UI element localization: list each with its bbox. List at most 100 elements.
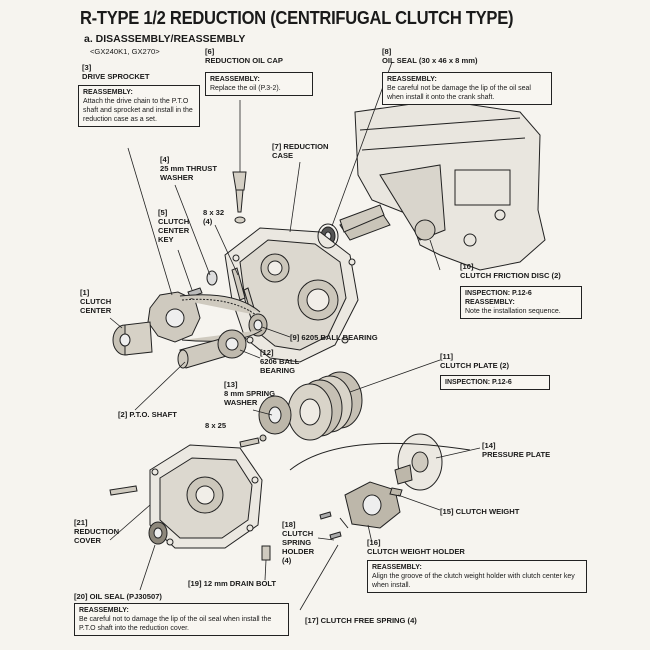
reduction-cover-part: [149, 444, 263, 549]
note-text: Align the groove of the clutch weight ho…: [372, 573, 575, 589]
part-number: [20]: [74, 592, 88, 601]
part-name: OIL SEAL (30 x 46 x 8 mm): [382, 56, 478, 65]
label-part-9: [9] 6205 BALL BEARING: [290, 333, 378, 342]
note-inspection: INSPECTION: P.12-6: [465, 290, 532, 297]
note-heading: INSPECTION: P.12-6: [445, 379, 512, 386]
section-subtitle: a. DISASSEMBLY/REASSEMBLY: [84, 33, 246, 45]
part-number: [16]: [367, 538, 381, 547]
label-part-17: [17] CLUTCH FREE SPRING (4): [305, 616, 417, 625]
part-name: OIL SEAL (PJ30507): [89, 592, 162, 601]
part-name: 12 mm DRAIN BOLT: [203, 579, 277, 588]
note-box-part-16: REASSEMBLY: Align the groove of the clut…: [367, 560, 587, 593]
label-part-12: [12] 6206 BALL BEARING: [260, 348, 299, 375]
part-number: [12]: [260, 348, 274, 357]
part-name: CLUTCH FREE SPRING (4): [320, 616, 417, 625]
label-part-6: [6] REDUCTION OIL CAP: [205, 47, 283, 65]
label-part-4: [4] 25 mm THRUST WASHER: [160, 155, 217, 182]
label-part-8: [8] OIL SEAL (30 x 46 x 8 mm): [382, 47, 478, 65]
label-bolt-8x25: 8 x 25: [205, 421, 227, 430]
label-part-14: [14] PRESSURE PLATE: [482, 441, 550, 459]
part-name: 6205 BALL BEARING: [301, 333, 378, 342]
model-list: <GX240K1, GX270>: [90, 47, 160, 56]
part-name: REDUCTION CASE: [272, 142, 329, 160]
part-number: [14]: [482, 441, 496, 450]
part-number: [4]: [160, 155, 170, 164]
label-part-13: [13] 8 mm SPRING WASHER: [224, 380, 275, 407]
leader-lines: [109, 61, 481, 611]
part-name: CLUTCH FRICTION DISC (2): [460, 271, 561, 280]
part-name: CLUTCH SPRING HOLDER (4): [282, 529, 315, 565]
part-name: 25 mm THRUST WASHER: [160, 164, 217, 182]
label-part-1: [1] CLUTCH CENTER: [80, 288, 111, 315]
note-text: Note the installation sequence.: [465, 308, 561, 315]
part-name: CLUTCH PLATE (2): [440, 361, 510, 370]
part-number: [21]: [74, 518, 88, 527]
part-name: CLUTCH CENTER: [80, 297, 112, 315]
oil-seal-pj-part: [148, 521, 168, 545]
part-number: [11]: [440, 352, 454, 361]
label-part-3: [3] DRIVE SPROCKET: [82, 63, 150, 81]
note-text: Attach the drive chain to the P.T.O shaf…: [83, 98, 193, 123]
note-heading: REASSEMBLY:: [83, 89, 133, 96]
note-box-part-20: REASSEMBLY: Be careful not to damage the…: [74, 603, 289, 636]
part-number: [17]: [305, 616, 319, 625]
note-box-part-10: INSPECTION: P.12-6 REASSEMBLY: Note the …: [460, 286, 582, 319]
part-name: REDUCTION OIL CAP: [205, 56, 283, 65]
label-part-20: [20] OIL SEAL (PJ30507): [74, 592, 162, 601]
part-number: [5]: [158, 208, 168, 217]
label-part-18: [18] CLUTCH SPRING HOLDER (4): [282, 520, 314, 565]
part-name: 8 mm SPRING WASHER: [224, 389, 276, 407]
label-part-21: [21] REDUCTION COVER: [74, 518, 119, 545]
part-number: [2]: [118, 410, 128, 419]
part-name: CLUTCH CENTER KEY: [158, 217, 190, 244]
part-name: PRESSURE PLATE: [482, 450, 551, 459]
bearing-6205-part: [248, 313, 268, 337]
label-bolt-8x32: 8 x 32 (4): [203, 208, 225, 226]
part-number: [13]: [224, 380, 238, 389]
page-title: R-TYPE 1/2 REDUCTION (CENTRIFUGAL CLUTCH…: [80, 8, 514, 28]
clutch-weight-holder-part: [344, 464, 413, 529]
note-heading: REASSEMBLY:: [372, 564, 422, 571]
part-number: [19]: [188, 579, 202, 588]
note-box-part-3: REASSEMBLY: Attach the drive chain to th…: [78, 85, 200, 127]
thrust-washer-part: [206, 270, 218, 286]
part-name: P.T.O. SHAFT: [129, 410, 177, 419]
part-number: [18]: [282, 520, 296, 529]
part-number: [9]: [290, 333, 300, 342]
note-text: Replace the oil (P.3-2).: [210, 85, 281, 92]
note-heading: REASSEMBLY:: [387, 76, 437, 83]
part-number: [8]: [382, 47, 392, 56]
part-name: 6206 BALL BEARING: [260, 357, 300, 375]
clutch-disc-stack: [287, 371, 363, 441]
inset-divider-curve: [289, 442, 471, 471]
note-text: Be careful not to damage the lip of the …: [79, 616, 272, 632]
engine-block: [339, 99, 546, 271]
part-number: [7]: [272, 142, 282, 151]
part-name: REDUCTION COVER: [74, 527, 120, 545]
part-number: [15]: [440, 507, 454, 516]
oil-cap-part: [232, 171, 247, 224]
oil-seal-part: [317, 223, 339, 249]
note-heading: REASSEMBLY:: [210, 76, 260, 83]
note-box-part-11: INSPECTION: P.12-6: [440, 375, 550, 390]
part-name: DRIVE SPROCKET: [82, 72, 150, 81]
label-part-10: [10] CLUTCH FRICTION DISC (2): [460, 262, 561, 280]
note-heading: REASSEMBLY:: [465, 299, 515, 306]
label-part-11: [11] CLUTCH PLATE (2): [440, 352, 509, 370]
note-heading: REASSEMBLY:: [79, 607, 129, 614]
clutch-spring-part: [319, 511, 349, 540]
cover-bolt-part: [109, 485, 138, 496]
label-part-2: [2] P.T.O. SHAFT: [118, 410, 177, 419]
part-name: CLUTCH WEIGHT: [455, 507, 520, 516]
bolts-8x25-part: [239, 434, 267, 448]
note-box-part-8: REASSEMBLY: Be careful not be damage the…: [382, 72, 552, 105]
drain-bolt-part: [261, 545, 271, 561]
part-number: [1]: [80, 288, 90, 297]
note-box-part-6: REASSEMBLY: Replace the oil (P.3-2).: [205, 72, 313, 96]
part-number: [10]: [460, 262, 474, 271]
part-name: CLUTCH WEIGHT HOLDER: [367, 547, 465, 556]
label-part-16: [16] CLUTCH WEIGHT HOLDER: [367, 538, 465, 556]
label-part-15: [15] CLUTCH WEIGHT: [440, 507, 519, 516]
